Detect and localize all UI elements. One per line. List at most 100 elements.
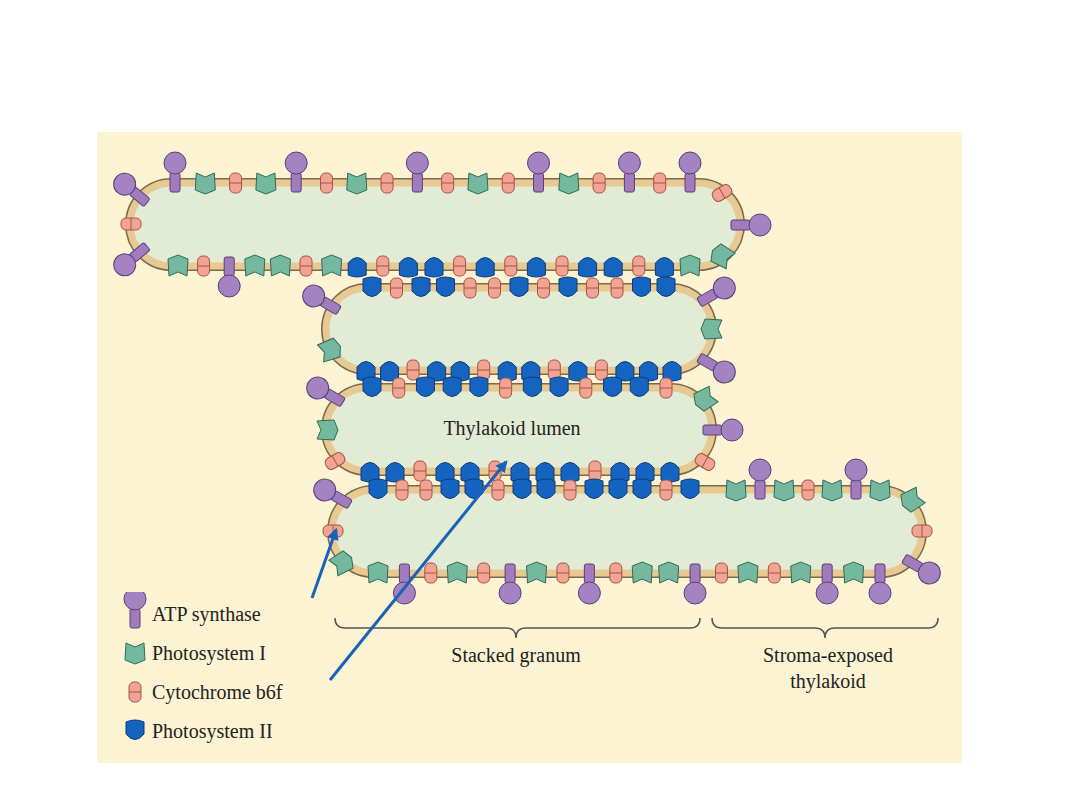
cytochrome-b6f [464, 278, 476, 298]
atp-synthase [618, 152, 640, 192]
photosystem-two [561, 463, 579, 483]
cytochrome-b6f [610, 563, 622, 583]
photosystem-two [437, 277, 455, 297]
photosystem-two [425, 258, 443, 278]
photosystem-one [726, 480, 746, 501]
bracket-label: Stroma-exposed thylakoid [738, 642, 918, 694]
cytochrome-b6f [414, 461, 426, 481]
photosystem-one [870, 480, 890, 501]
atp-synthase [694, 348, 740, 387]
photosystem-one [322, 255, 342, 276]
cytochrome-b6f [381, 173, 393, 193]
legend-icon [117, 709, 153, 749]
photosystem-one [632, 562, 652, 583]
photosystem-one [256, 173, 276, 194]
cytochrome-b6f [556, 256, 568, 276]
legend-text: Cytochrome b6f [152, 679, 283, 705]
photosystem-one [701, 319, 722, 339]
photosystem-two [476, 258, 494, 278]
photosystem-one [738, 562, 758, 583]
cytochrome-b6f [564, 480, 576, 500]
photosystem-two [604, 258, 622, 278]
photosystem-two [363, 277, 381, 297]
atp-synthase [899, 549, 945, 588]
photosystem-two [369, 479, 387, 499]
cytochrome-b6f [420, 480, 432, 500]
photosystem-two [527, 258, 545, 278]
cytochrome-b6f [693, 452, 716, 472]
photosystem-two [470, 377, 488, 397]
photosystem-one [844, 562, 864, 583]
photosystem-two [559, 277, 577, 297]
legend-icon [117, 670, 153, 710]
cytochrome-b6f [442, 173, 454, 193]
atp-synthase [285, 152, 307, 192]
cytochrome-b6f [425, 563, 437, 583]
cytochrome-b6f [802, 480, 814, 500]
cytochrome-b6f [454, 256, 466, 276]
cytochrome-b6f [611, 278, 623, 298]
atp-synthase [499, 564, 521, 604]
photosystem-two [657, 277, 675, 297]
photosystem-two [441, 479, 459, 499]
atp-synthase [109, 238, 154, 281]
photosystem-two [416, 377, 434, 397]
atp-synthase [528, 152, 550, 192]
cytochrome-b6f [505, 256, 517, 276]
photosystem-one [822, 480, 842, 501]
legend-icon [117, 631, 153, 671]
cytochrome-b6f [595, 360, 607, 380]
cytochrome-b6f [300, 256, 312, 276]
cytochrome-b6f [323, 451, 346, 471]
atp-synthase [869, 564, 891, 604]
cytochrome-b6f [593, 173, 605, 193]
photosystem-one [447, 562, 467, 583]
leader-arrow [312, 530, 336, 598]
cytochrome-b6f [478, 563, 490, 583]
photosystem-two [363, 377, 381, 397]
atp-synthase [578, 564, 600, 604]
photosystem-two [412, 277, 430, 297]
photosystem-two [630, 377, 648, 397]
thylakoid-outline [332, 490, 922, 573]
lumen-label: Thylakoid lumen [402, 415, 622, 441]
cytochrome-b6f [654, 173, 666, 193]
photosystem-one [270, 255, 290, 276]
atp-synthase [299, 281, 345, 320]
photosystem-two [523, 377, 541, 397]
photosystem-one [168, 255, 188, 276]
cytochrome-b6f [587, 278, 599, 298]
cytochrome-b6f [393, 378, 405, 398]
cytochrome-b6f [391, 278, 403, 298]
photosystem-one [690, 385, 718, 413]
atp-synthase [731, 214, 771, 236]
atp-synthase [109, 169, 154, 212]
photosystem-two [510, 277, 528, 297]
photosystem-two [126, 720, 144, 740]
cytochrome-b6f [121, 218, 141, 230]
atp-synthase [694, 273, 740, 312]
cytochrome-b6f [660, 480, 672, 500]
cytochrome-b6f [396, 480, 408, 500]
cytochrome-b6f [377, 256, 389, 276]
photosystem-one [791, 562, 811, 583]
photosystem-one [195, 173, 215, 194]
stroma-bracket [712, 618, 938, 638]
photosystem-two [655, 258, 673, 278]
atp-synthase [303, 373, 349, 412]
atp-synthase [703, 419, 743, 441]
photosystem-two [609, 479, 627, 499]
cytochrome-b6f [768, 563, 780, 583]
thylakoid-membrane [332, 490, 922, 573]
photosystem-one [774, 480, 794, 501]
photosystem-two [579, 258, 597, 278]
cytochrome-b6f [489, 278, 501, 298]
membrane-proteins [109, 152, 944, 604]
legend-text: ATP synthase [152, 601, 261, 627]
granum-bracket [335, 618, 700, 638]
photosystem-one [317, 337, 344, 363]
photosystem-one [328, 549, 356, 577]
atp-synthase [124, 592, 146, 628]
atp-synthase [406, 152, 428, 192]
legend-icon [117, 592, 153, 632]
